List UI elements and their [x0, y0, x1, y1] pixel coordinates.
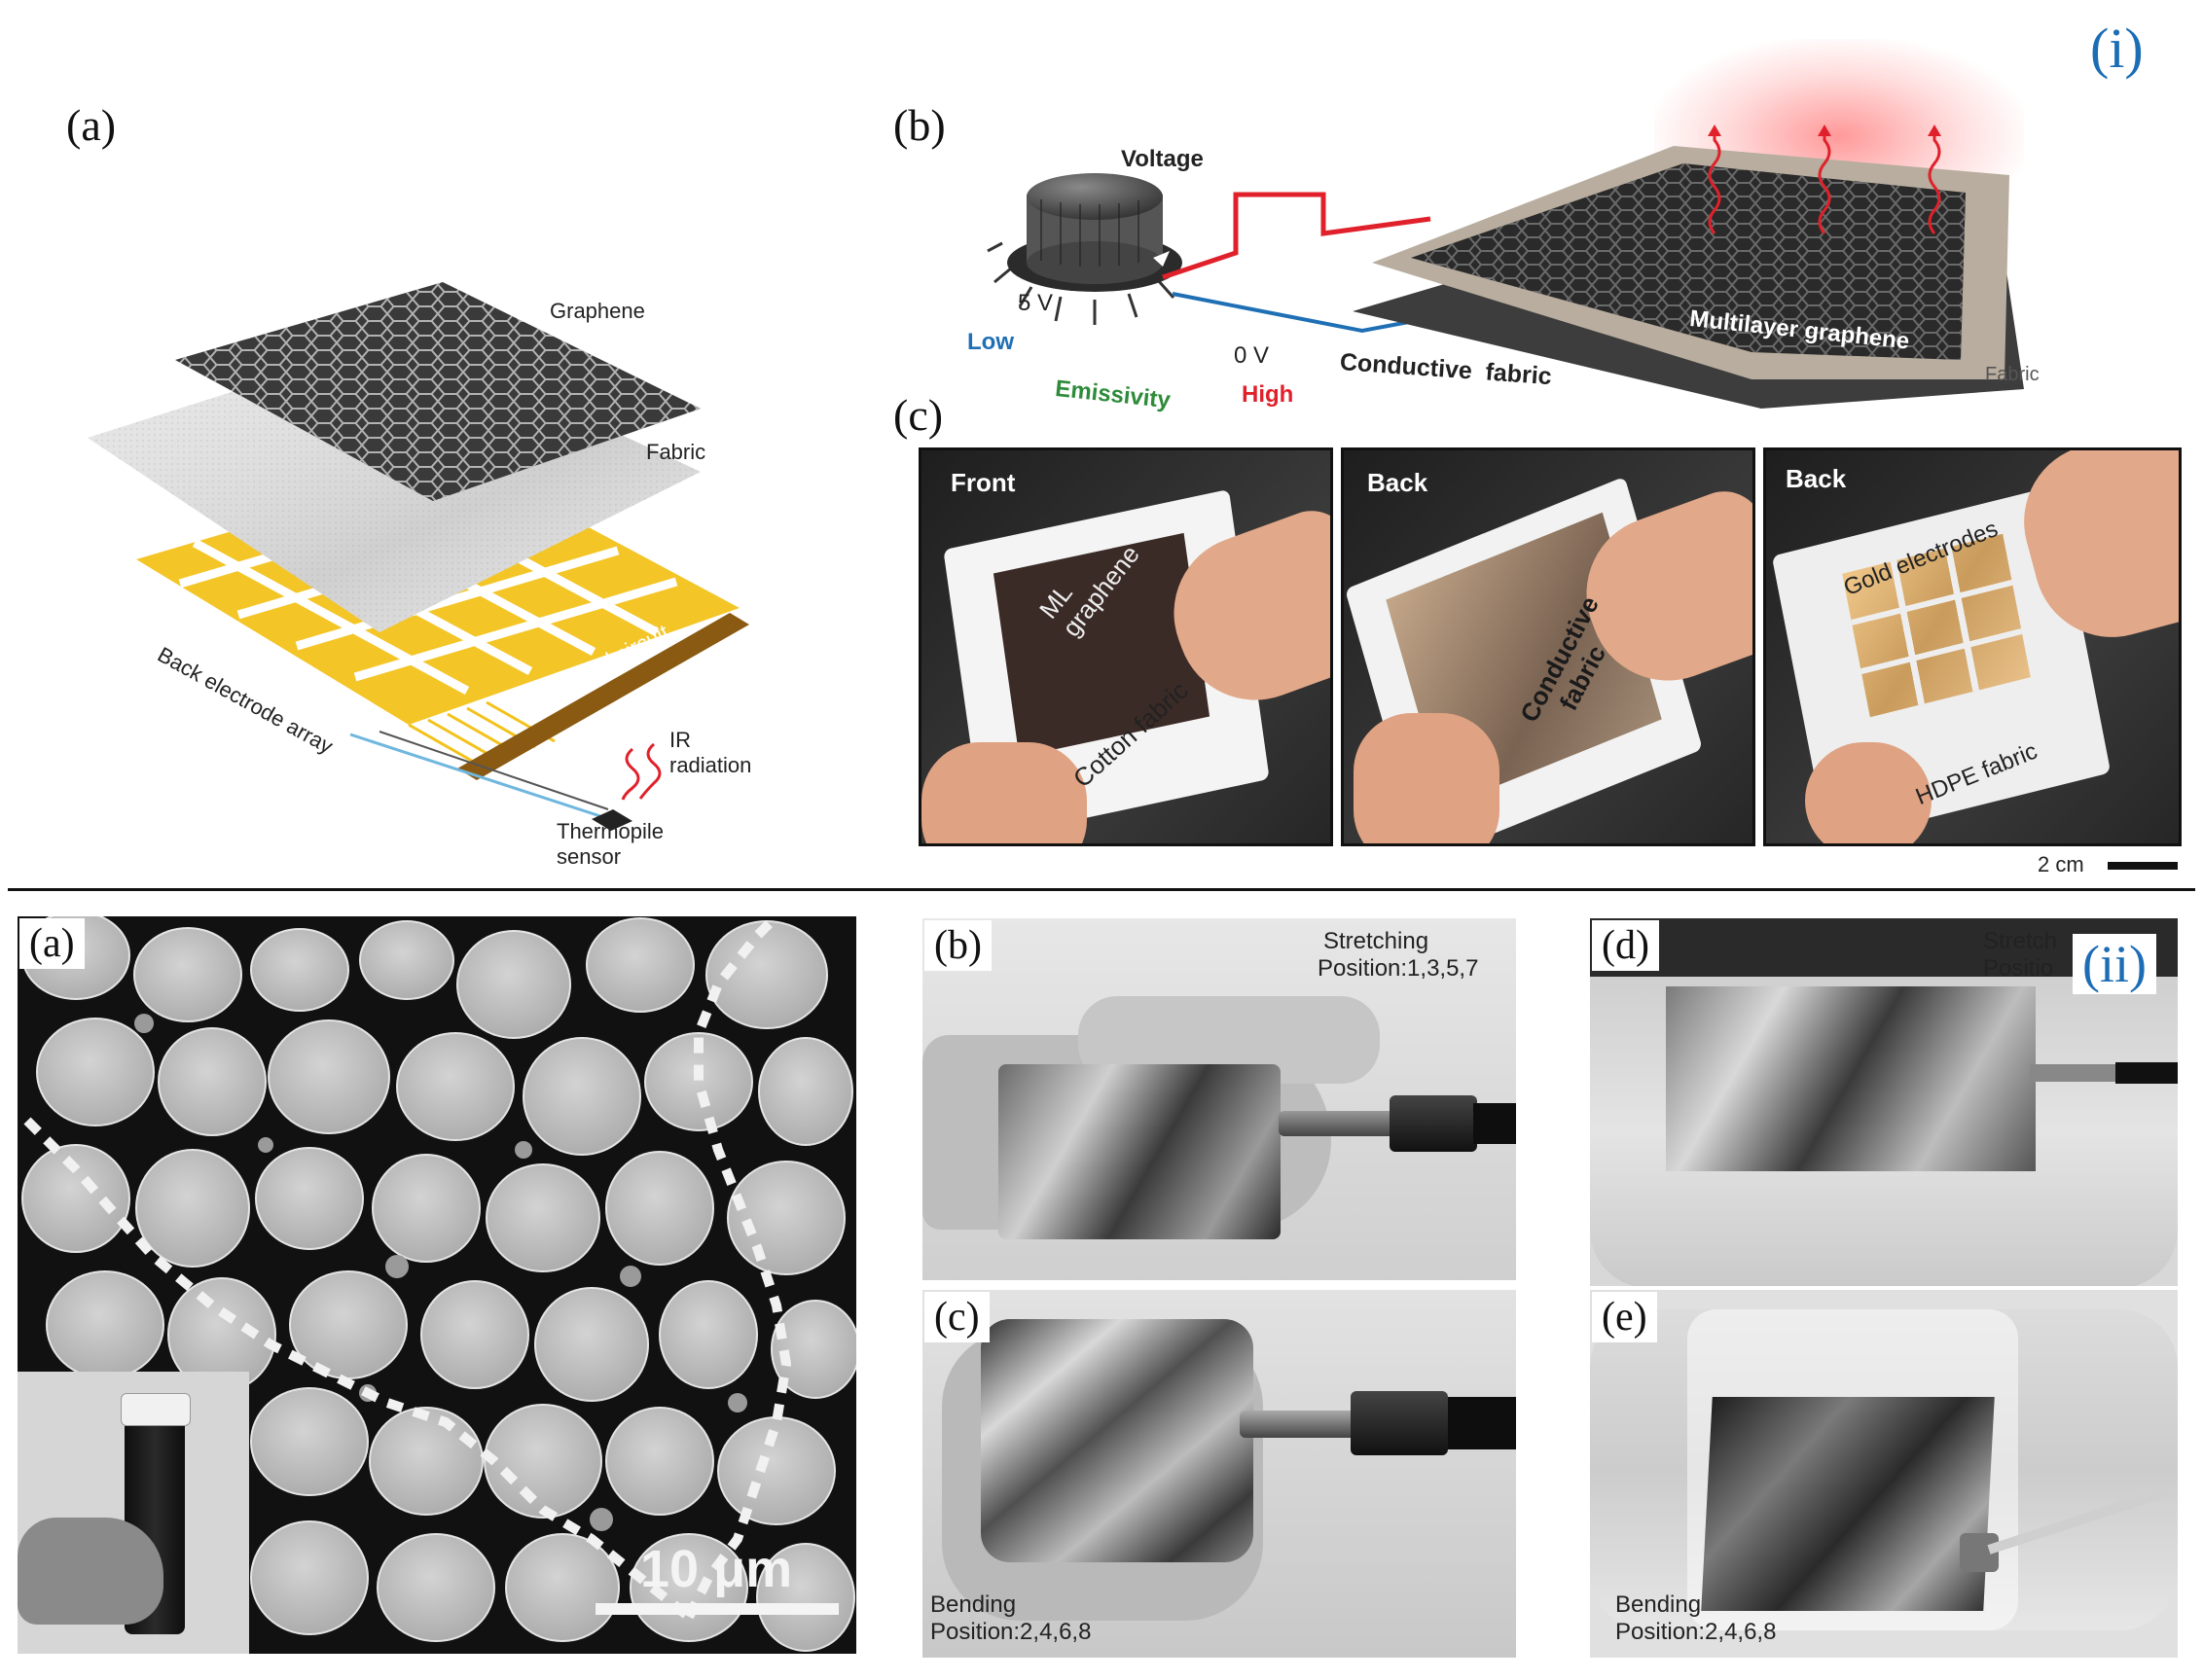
- scale-bar-10um-label: 10 μm: [640, 1540, 793, 1598]
- photo-title: Front: [951, 468, 1016, 497]
- connector-cable: [1240, 1411, 1356, 1438]
- thermopile-sensor: [592, 809, 632, 831]
- scale-bar-label-2cm: 2 cm: [2038, 852, 2084, 876]
- label-thermopile-sensor: Thermopile sensor: [557, 819, 665, 869]
- caption-stretch-d-line2: Positio: [1983, 955, 2054, 982]
- label-fabric: Fabric: [646, 440, 706, 464]
- photo-hand-bending: [922, 1290, 1516, 1658]
- hand-lower: [1805, 742, 1932, 843]
- photo-hand-stretching: [922, 918, 1516, 1280]
- panel-letter-ii-a: (a): [19, 918, 85, 969]
- hand-lower: [1354, 713, 1499, 843]
- photo-front-cotton: Front ML graphene Cotton fabric: [919, 447, 1333, 846]
- label-ir-radiation: IR radiation: [669, 728, 752, 777]
- photo-title: Back: [1786, 464, 1847, 493]
- connector-cable: [2030, 1064, 2117, 1082]
- panel-letter-i-c: (c): [893, 390, 944, 440]
- caption-bending-e-line1: Bending: [1615, 1591, 1702, 1618]
- caption-bending-c-line2: Position:2,4,6,8: [930, 1619, 1092, 1645]
- label-fabric-b: Fabric: [1985, 364, 2040, 385]
- label-low: Low: [967, 329, 1014, 355]
- red-wire: [1162, 192, 1431, 280]
- foil-electrode: [981, 1319, 1253, 1562]
- hand-lower: [921, 742, 1087, 843]
- photo-arm-bending: [1590, 1290, 2178, 1658]
- panel-letter-ii-c: (c): [924, 1292, 990, 1342]
- connector-head: [1351, 1391, 1448, 1455]
- scale-bar-2cm: [2108, 862, 2178, 870]
- layer-schematic-diagram: [88, 282, 749, 831]
- foil-electrode: [1666, 986, 2036, 1171]
- panel-letter-ii-d: (d): [1592, 920, 1659, 971]
- label-high: High: [1242, 381, 1294, 408]
- control-circuit-bar: [457, 613, 749, 780]
- photo-back-conductive: Back Conductive fabric: [1341, 447, 1755, 846]
- label-voltage: Voltage: [1121, 146, 1204, 172]
- foil-electrode: [1701, 1397, 1995, 1611]
- figure-marker-ii: (ii): [2073, 934, 2156, 994]
- caption-stretching-line2: Position:1,3,5,7: [1318, 955, 1479, 982]
- photo-back-gold-electrodes: Back Gold electrodes HDPE fabric: [1763, 447, 2182, 846]
- caption-stretch-d: Stretch Positio: [1983, 928, 2057, 983]
- label-0v: 0 V: [1234, 342, 1270, 369]
- label-5v: 5 V: [1018, 290, 1054, 316]
- panel-letter-i-b: (b): [893, 100, 946, 150]
- caption-stretching-line1: Stretching: [1323, 928, 1429, 954]
- caption-stretching: Stretching Position:1,3,5,7: [1318, 928, 1478, 983]
- panel-letter-ii-b: (b): [924, 920, 992, 971]
- vial-cap: [121, 1393, 191, 1426]
- caption-stretch-d-line1: Stretch: [1983, 928, 2058, 954]
- connector-head: [1390, 1095, 1477, 1152]
- figure-marker-i: (i): [2090, 17, 2144, 80]
- connector-plug: [2115, 1062, 2178, 1084]
- panel-letter-ii-e: (e): [1592, 1292, 1657, 1342]
- voltage-knob: [1007, 173, 1182, 292]
- ir-radiation-arrows: [621, 742, 662, 801]
- connector-cable: [1279, 1111, 1395, 1136]
- emissivity-device-diagram: [987, 125, 2024, 409]
- ir-emission-arrows: [1708, 128, 1941, 234]
- panel-letter-i-a: (a): [66, 100, 117, 150]
- label-graphene: Graphene: [550, 299, 645, 323]
- micrograph-graphene-flakes: 10 μm: [18, 916, 856, 1654]
- photo-title: Back: [1367, 468, 1428, 497]
- foil-electrode: [998, 1064, 1281, 1239]
- section-divider: [8, 888, 2195, 891]
- dial-ticks: [987, 241, 1175, 325]
- caption-bending-c: Bending Position:2,4,6,8: [930, 1591, 1091, 1646]
- caption-bending-e-line2: Position:2,4,6,8: [1615, 1619, 1777, 1645]
- caption-bending-e: Bending Position:2,4,6,8: [1615, 1591, 1776, 1646]
- micrograph-flakes: [21, 916, 856, 1652]
- caption-bending-c-line1: Bending: [930, 1591, 1017, 1618]
- inset-vial-photo: [18, 1372, 249, 1654]
- connector-plug: [1473, 1103, 1516, 1144]
- connector-plug: [1448, 1397, 1516, 1449]
- scale-bar-10um-line: [596, 1603, 839, 1615]
- gloved-hand: [18, 1518, 163, 1625]
